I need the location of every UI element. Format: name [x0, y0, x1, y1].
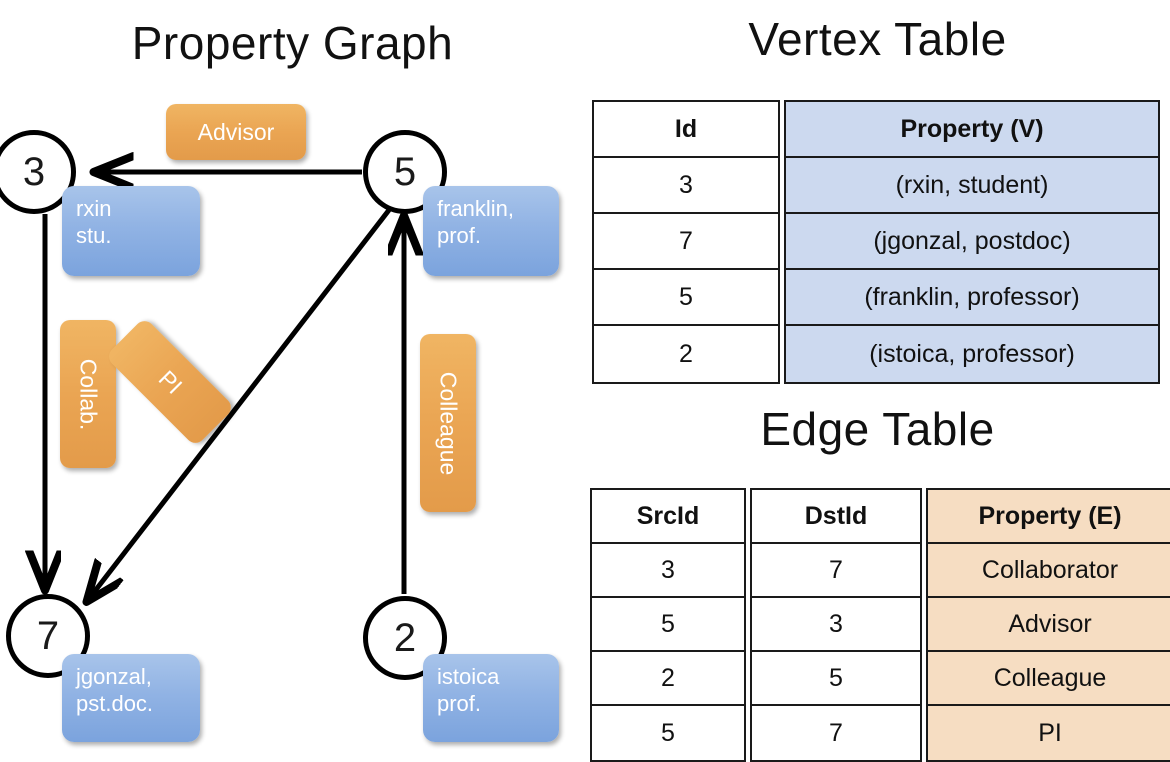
edge-table-cell-dstid: 7 [829, 718, 843, 747]
edge-table-cell-property: Advisor [928, 598, 1170, 652]
edge-table-column-srcid: SrcId 3 5 2 5 [590, 488, 746, 762]
edge-5-to-7 [88, 208, 391, 600]
vertex-node-7-label: 7 [36, 613, 60, 658]
vertex-property-istoica-line1: istoica [437, 664, 500, 689]
vertex-table-cell-property: (franklin, professor) [786, 270, 1158, 326]
edge-table-header-srcid: SrcId [592, 490, 744, 544]
edge-label-colleague-text: Colleague [435, 371, 462, 475]
edge-table: SrcId 3 5 2 5 DstId 7 3 5 7 Property (E)… [590, 488, 1170, 762]
vertex-table-cell-property: (istoica, professor) [869, 339, 1075, 368]
vertex-property-bubble-franklin: franklin, prof. [423, 186, 559, 276]
vertex-table-cell-id: 2 [679, 339, 693, 368]
edge-table-cell-dstid: 7 [752, 544, 920, 598]
edge-table-cell-property: PI [1038, 718, 1062, 747]
vertex-table-column-property: Property (V) (rxin, student) (jgonzal, p… [784, 100, 1160, 384]
vertex-property-franklin-line1: franklin, [437, 196, 515, 221]
vertex-property-jgonzal-line2: pst.doc. [76, 690, 154, 716]
edge-table-column-dstid: DstId 7 3 5 7 [750, 488, 922, 762]
edge-table-header-property: Property (E) [928, 490, 1170, 544]
edge-table-cell-property: Colleague [928, 652, 1170, 706]
edge-table-cell-srcid: 2 [592, 652, 744, 706]
vertex-node-2-label: 2 [393, 615, 417, 660]
edge-table-cell-dstid: 5 [752, 652, 920, 706]
vertex-property-bubble-jgonzal: jgonzal, pst.doc. [62, 654, 200, 742]
vertex-table-cell-id: 3 [594, 158, 778, 214]
edge-label-pi-text: PI [153, 364, 188, 399]
edge-label-collab-text: Collab. [75, 358, 102, 430]
edge-table-cell-dstid: 3 [752, 598, 920, 652]
vertex-table-header-id: Id [594, 102, 778, 158]
edge-table-cell-srcid: 5 [661, 718, 675, 747]
vertex-property-rxin-line1: rxin [76, 196, 112, 221]
vertex-table-header-property: Property (V) [786, 102, 1158, 158]
edge-table-cell-srcid: 5 [592, 598, 744, 652]
edge-table-cell-property: Collaborator [928, 544, 1170, 598]
vertex-node-5-label: 5 [393, 149, 417, 194]
vertex-property-bubble-rxin: rxin stu. [62, 186, 200, 276]
vertex-table-cell-property: (jgonzal, postdoc) [786, 214, 1158, 270]
vertex-property-franklin-line2: prof. [437, 222, 482, 248]
edge-label-collab: Collab. [60, 320, 116, 468]
vertex-table-cell-id: 5 [594, 270, 778, 326]
vertex-property-bubble-istoica: istoica prof. [423, 654, 559, 742]
vertex-property-istoica-line2: prof. [437, 690, 482, 716]
edge-table-header-dstid: DstId [752, 490, 920, 544]
edge-label-advisor: Advisor [166, 104, 306, 160]
page-title-vertex-table: Vertex Table [748, 13, 1007, 65]
page-title-edge-table: Edge Table [760, 403, 995, 455]
vertex-node-3-label: 3 [22, 149, 46, 194]
vertex-table-column-id: Id 3 7 5 2 [592, 100, 780, 384]
edge-label-advisor-text: Advisor [197, 118, 275, 145]
edge-table-column-property: Property (E) Collaborator Advisor Collea… [926, 488, 1170, 762]
vertex-property-rxin-line2: stu. [76, 222, 112, 248]
graph-edge-lines [0, 0, 585, 760]
vertex-table-cell-property: (rxin, student) [786, 158, 1158, 214]
vertex-property-jgonzal-line1: jgonzal, [76, 664, 152, 689]
vertex-table-cell-id: 7 [594, 214, 778, 270]
edge-table-cell-srcid: 3 [592, 544, 744, 598]
page-title-property-graph: Property Graph [131, 17, 454, 69]
edge-label-colleague: Colleague [420, 334, 476, 512]
vertex-table: Id 3 7 5 2 Property (V) (rxin, student) … [592, 100, 1160, 384]
property-graph-diagram: 3 5 7 2 rxin stu. franklin, prof. jgonza… [0, 0, 585, 760]
